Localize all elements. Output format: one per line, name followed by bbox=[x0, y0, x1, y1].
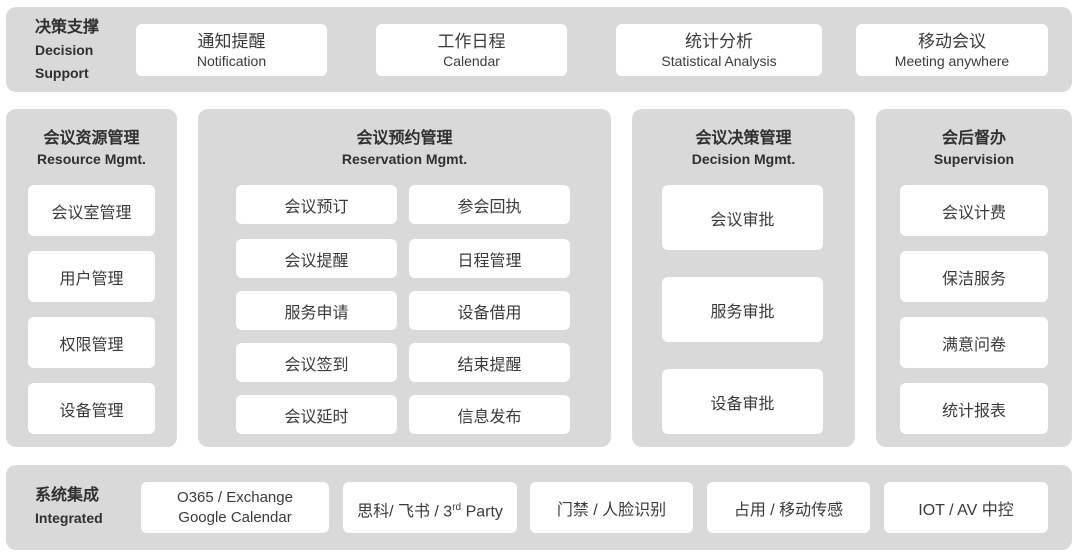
reservation-item: 会议提醒 bbox=[236, 239, 397, 278]
integrated-label-zh: 系统集成 bbox=[35, 487, 100, 504]
o365-line-2: Google Calendar bbox=[178, 508, 292, 526]
reservation-mgmt-title-zh: 会议预约管理 bbox=[356, 130, 453, 147]
iot-av-box: IOT / AV 中控 bbox=[884, 482, 1048, 533]
decision-item: 服务审批 bbox=[662, 277, 823, 342]
statistical-analysis-zh: 统计分析 bbox=[685, 31, 753, 51]
resource-item: 用户管理 bbox=[28, 251, 155, 302]
resource-mgmt-title-zh: 会议资源管理 bbox=[43, 130, 140, 147]
calendar-zh: 工作日程 bbox=[437, 31, 506, 51]
decision-mgmt-title: 会议决策管理 Decision Mgmt. bbox=[632, 128, 855, 169]
reservation-mgmt-title-en: Reservation Mgmt. bbox=[341, 151, 468, 167]
meeting-anywhere-zh: 移动会议 bbox=[918, 31, 986, 51]
decision-item: 会议审批 bbox=[662, 185, 823, 250]
supervision-title: 会后督办 Supervision bbox=[876, 128, 1072, 169]
supervision-item: 保洁服务 bbox=[900, 251, 1048, 302]
meeting-anywhere-box: 移动会议 Meeting anywhere bbox=[856, 24, 1048, 76]
supervision-item: 满意问卷 bbox=[900, 317, 1048, 368]
third-party-sup: rd bbox=[452, 502, 462, 513]
reservation-mgmt-title: 会议预约管理 Reservation Mgmt. bbox=[198, 128, 611, 169]
access-face-box: 门禁 / 人脸识别 bbox=[530, 482, 693, 533]
reservation-item: 信息发布 bbox=[409, 395, 570, 434]
decision-mgmt-title-zh: 会议决策管理 bbox=[695, 130, 792, 147]
integrated-label: 系统集成 Integrated bbox=[35, 484, 103, 530]
supervision-item: 会议计费 bbox=[900, 185, 1048, 236]
notification-box: 通知提醒 Notification bbox=[136, 24, 327, 76]
decision-item: 设备审批 bbox=[662, 369, 823, 434]
reservation-item: 服务申请 bbox=[236, 291, 397, 330]
third-party-prefix: 思科/ 飞书 / 3 bbox=[357, 503, 453, 521]
reservation-item: 会议签到 bbox=[236, 343, 397, 382]
decision-support-label-zh: 决策支撑 bbox=[35, 19, 100, 36]
resource-item: 会议室管理 bbox=[28, 185, 155, 236]
resource-mgmt-title-en: Resource Mgmt. bbox=[37, 151, 146, 167]
o365-box: O365 / Exchange Google Calendar bbox=[141, 482, 329, 533]
integrated-label-en: Integrated bbox=[35, 510, 103, 526]
statistical-analysis-en: Statistical Analysis bbox=[661, 52, 777, 69]
meeting-anywhere-en: Meeting anywhere bbox=[894, 52, 1010, 69]
reservation-item: 会议延时 bbox=[236, 395, 397, 434]
reservation-item: 设备借用 bbox=[409, 291, 570, 330]
decision-support-label-en-2: Support bbox=[35, 65, 89, 81]
supervision-item: 统计报表 bbox=[900, 383, 1048, 434]
resource-item: 设备管理 bbox=[28, 383, 155, 434]
notification-zh: 通知提醒 bbox=[197, 31, 266, 51]
reservation-item: 会议预订 bbox=[236, 185, 397, 224]
third-party-box: 思科/ 飞书 / 3rd Party bbox=[343, 482, 517, 533]
supervision-title-en: Supervision bbox=[933, 151, 1015, 167]
reservation-item: 参会回执 bbox=[409, 185, 570, 224]
calendar-box: 工作日程 Calendar bbox=[376, 24, 567, 76]
reservation-mgmt-panel bbox=[198, 109, 611, 447]
supervision-title-zh: 会后督办 bbox=[941, 130, 1006, 147]
resource-item: 权限管理 bbox=[28, 317, 155, 368]
notification-en: Notification bbox=[196, 52, 267, 69]
calendar-en: Calendar bbox=[443, 52, 500, 69]
decision-support-label: 决策支撑 Decision Support bbox=[35, 16, 99, 85]
decision-mgmt-title-en: Decision Mgmt. bbox=[691, 151, 796, 167]
decision-support-label-en-1: Decision bbox=[35, 42, 94, 58]
reservation-item: 日程管理 bbox=[409, 239, 570, 278]
resource-mgmt-title: 会议资源管理 Resource Mgmt. bbox=[6, 128, 177, 169]
third-party-suffix: Party bbox=[461, 503, 503, 521]
o365-line-1: O365 / Exchange bbox=[177, 488, 293, 506]
statistical-analysis-box: 统计分析 Statistical Analysis bbox=[616, 24, 822, 76]
reservation-item: 结束提醒 bbox=[409, 343, 570, 382]
occupancy-sensor-box: 占用 / 移动传感 bbox=[707, 482, 870, 533]
